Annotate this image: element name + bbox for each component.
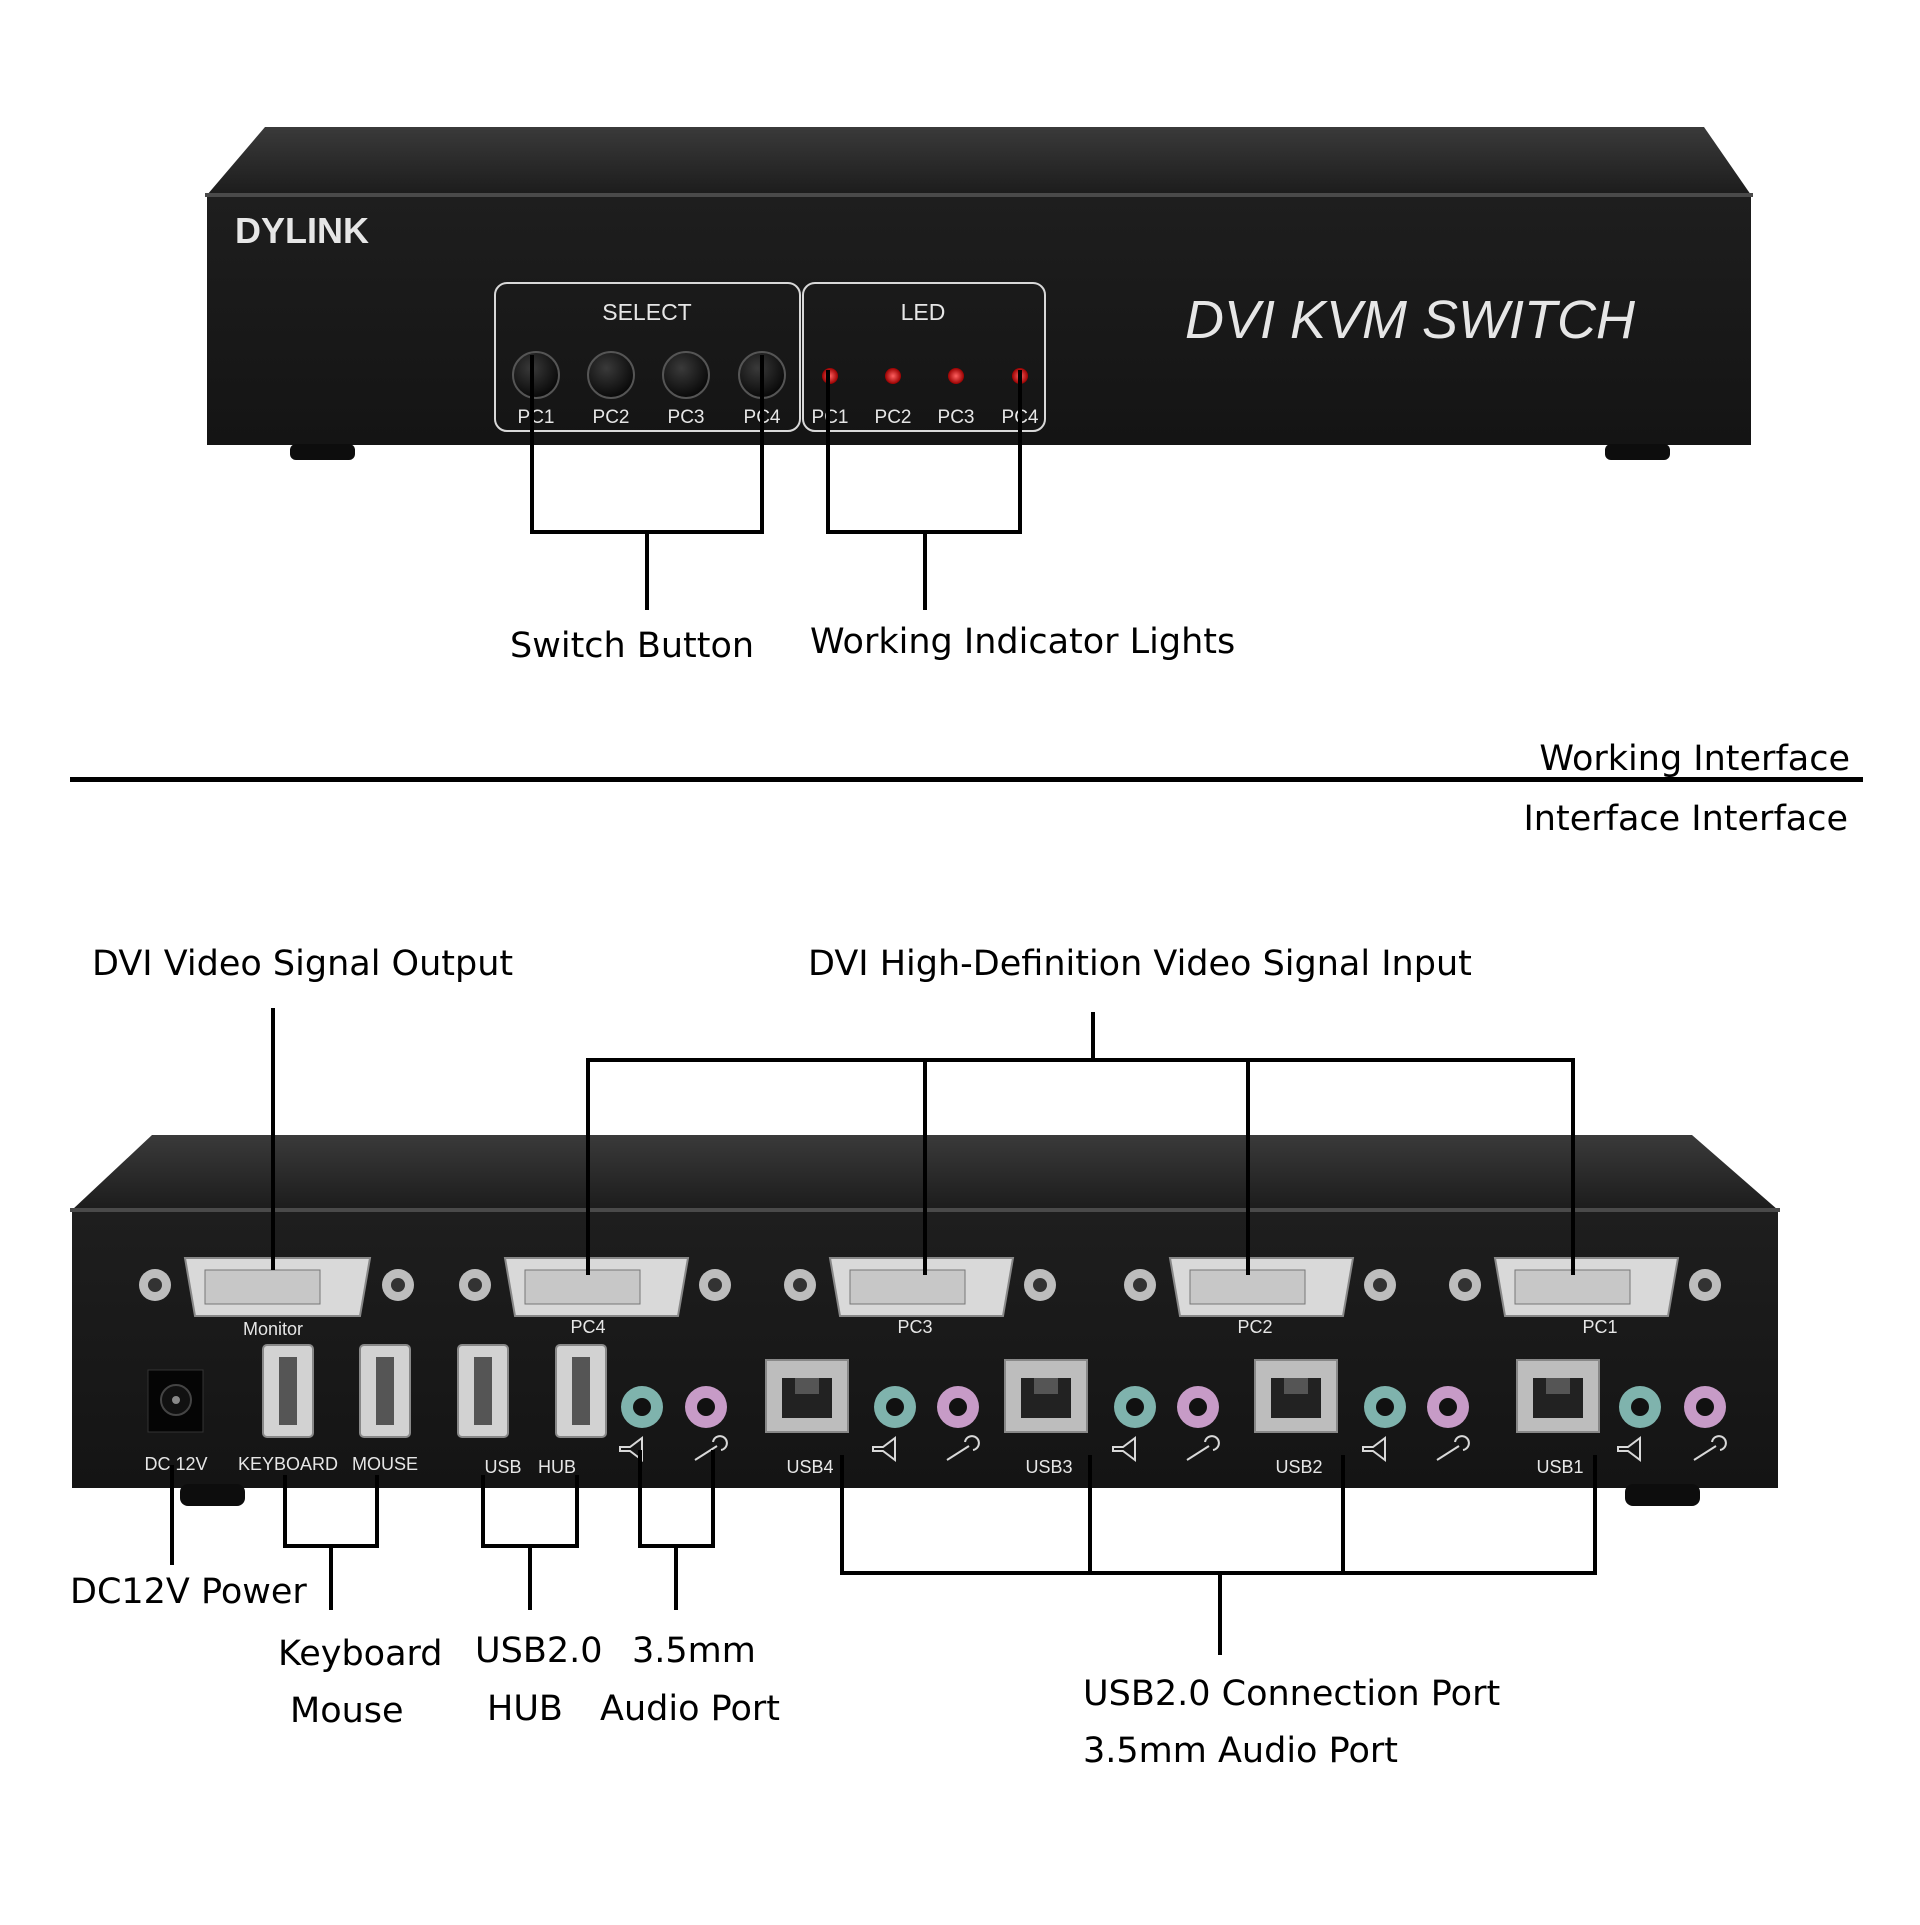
product-name: DVI KVM SWITCH [1185,290,1636,350]
section-divider [70,777,1863,782]
speaker-icon [1362,1436,1386,1462]
speaker-icon [872,1436,896,1462]
audio-jacks-group-4 [1619,1386,1726,1428]
dvi-pc4-port [459,1257,731,1317]
dvi-port-label: PC3 [897,1317,932,1337]
dvi-monitor-port [139,1257,414,1317]
working-interface-title: Working Interface [1539,739,1850,779]
audio-jacks-group-1 [874,1386,979,1428]
led-port-label: PC2 [875,407,912,428]
interface-interface-title: Interface Interface [1523,799,1848,839]
indicator-lights-caption: Working Indicator Lights [810,622,1235,662]
usb-hub-caption-1: USB2.0 [475,1631,603,1671]
back-callout-lines [170,1008,1597,1655]
usb-b-port-1 [1516,1359,1600,1433]
keyboard-caption: Keyboard [278,1634,443,1674]
front-panel: DYLINK DVI KVM SWITCH SELECT LED PC1 PC2… [205,127,1753,460]
select-port-label: PC1 [518,407,555,428]
usb-b-port-3 [1004,1359,1088,1433]
microphone-icon [946,1435,980,1461]
select-button-pc2 [587,351,635,399]
speaker-icon [1617,1436,1641,1462]
foot-right [1605,444,1670,460]
usb-b-label: USB4 [786,1457,833,1477]
select-button-pc3 [662,351,710,399]
dvi-port-label: PC4 [570,1317,605,1337]
dc-power-jack [147,1369,204,1433]
led-pc2 [885,368,901,384]
dvi-pc1-port [1449,1257,1721,1317]
usb-hub-label: USB [484,1457,521,1477]
mouse-caption: Mouse [290,1691,404,1731]
audio-jacks-group-3 [1364,1386,1469,1428]
usb-b-label: USB2 [1275,1457,1322,1477]
microphone-icon [1186,1435,1220,1461]
audio-caption-1: 3.5mm [632,1631,756,1671]
back-panel: Monitor PC4 PC3 PC2 PC1 DC 12V KEYBOARD … [70,1135,1780,1506]
usb-b-port-2 [1254,1359,1338,1433]
hub-label: HUB [538,1457,576,1477]
audio-jacks-group-0 [621,1386,727,1428]
microphone-icon [1693,1435,1727,1461]
audio-jacks-group-2 [1114,1386,1219,1428]
dvi-output-caption: DVI Video Signal Output [92,944,513,984]
brand-logo: DYLINK [235,210,369,251]
usb-b-port-4 [765,1359,849,1433]
microphone-icon [1436,1435,1470,1461]
led-port-label: PC3 [938,407,975,428]
usb-connection-caption-2: 3.5mm Audio Port [1083,1731,1398,1771]
dvi-port-label: PC2 [1237,1317,1272,1337]
led-label: LED [901,299,946,325]
keyboard-label: KEYBOARD [238,1454,338,1474]
usb-connection-caption-1: USB2.0 Connection Port [1083,1674,1500,1714]
dvi-pc3-port [784,1257,1056,1317]
usb-b-label: USB1 [1536,1457,1583,1477]
usb-a-hub-port-2 [555,1344,607,1438]
select-group-outline [494,282,801,432]
usb-a-hub-port-1 [457,1344,509,1438]
usb-hub-caption-2: HUB [487,1689,563,1729]
foot-left [290,444,355,460]
foot-right [1625,1484,1700,1506]
front-callout-lines [530,355,1022,610]
select-label: SELECT [602,299,691,325]
usb-b-label: USB3 [1025,1457,1072,1477]
switch-button-caption: Switch Button [510,626,754,666]
dvi-port-label: PC1 [1582,1317,1617,1337]
microphone-icon [694,1435,728,1461]
dvi-port-label: Monitor [243,1319,303,1339]
speaker-icon [1112,1436,1136,1462]
usb-a-mouse-port [359,1344,411,1438]
dc-label: DC 12V [144,1454,207,1474]
led-group-outline [802,282,1046,432]
led-pc3 [948,368,964,384]
select-button-pc1 [512,351,560,399]
mouse-label: MOUSE [352,1454,418,1474]
audio-caption-2: Audio Port [600,1689,780,1729]
select-port-label: PC3 [668,407,705,428]
dc-power-caption: DC12V Power [70,1572,307,1612]
select-port-label: PC2 [593,407,630,428]
dvi-input-caption: DVI High-Definition Video Signal Input [808,944,1472,984]
foot-left [180,1484,245,1506]
usb-a-keyboard-port [262,1344,314,1438]
